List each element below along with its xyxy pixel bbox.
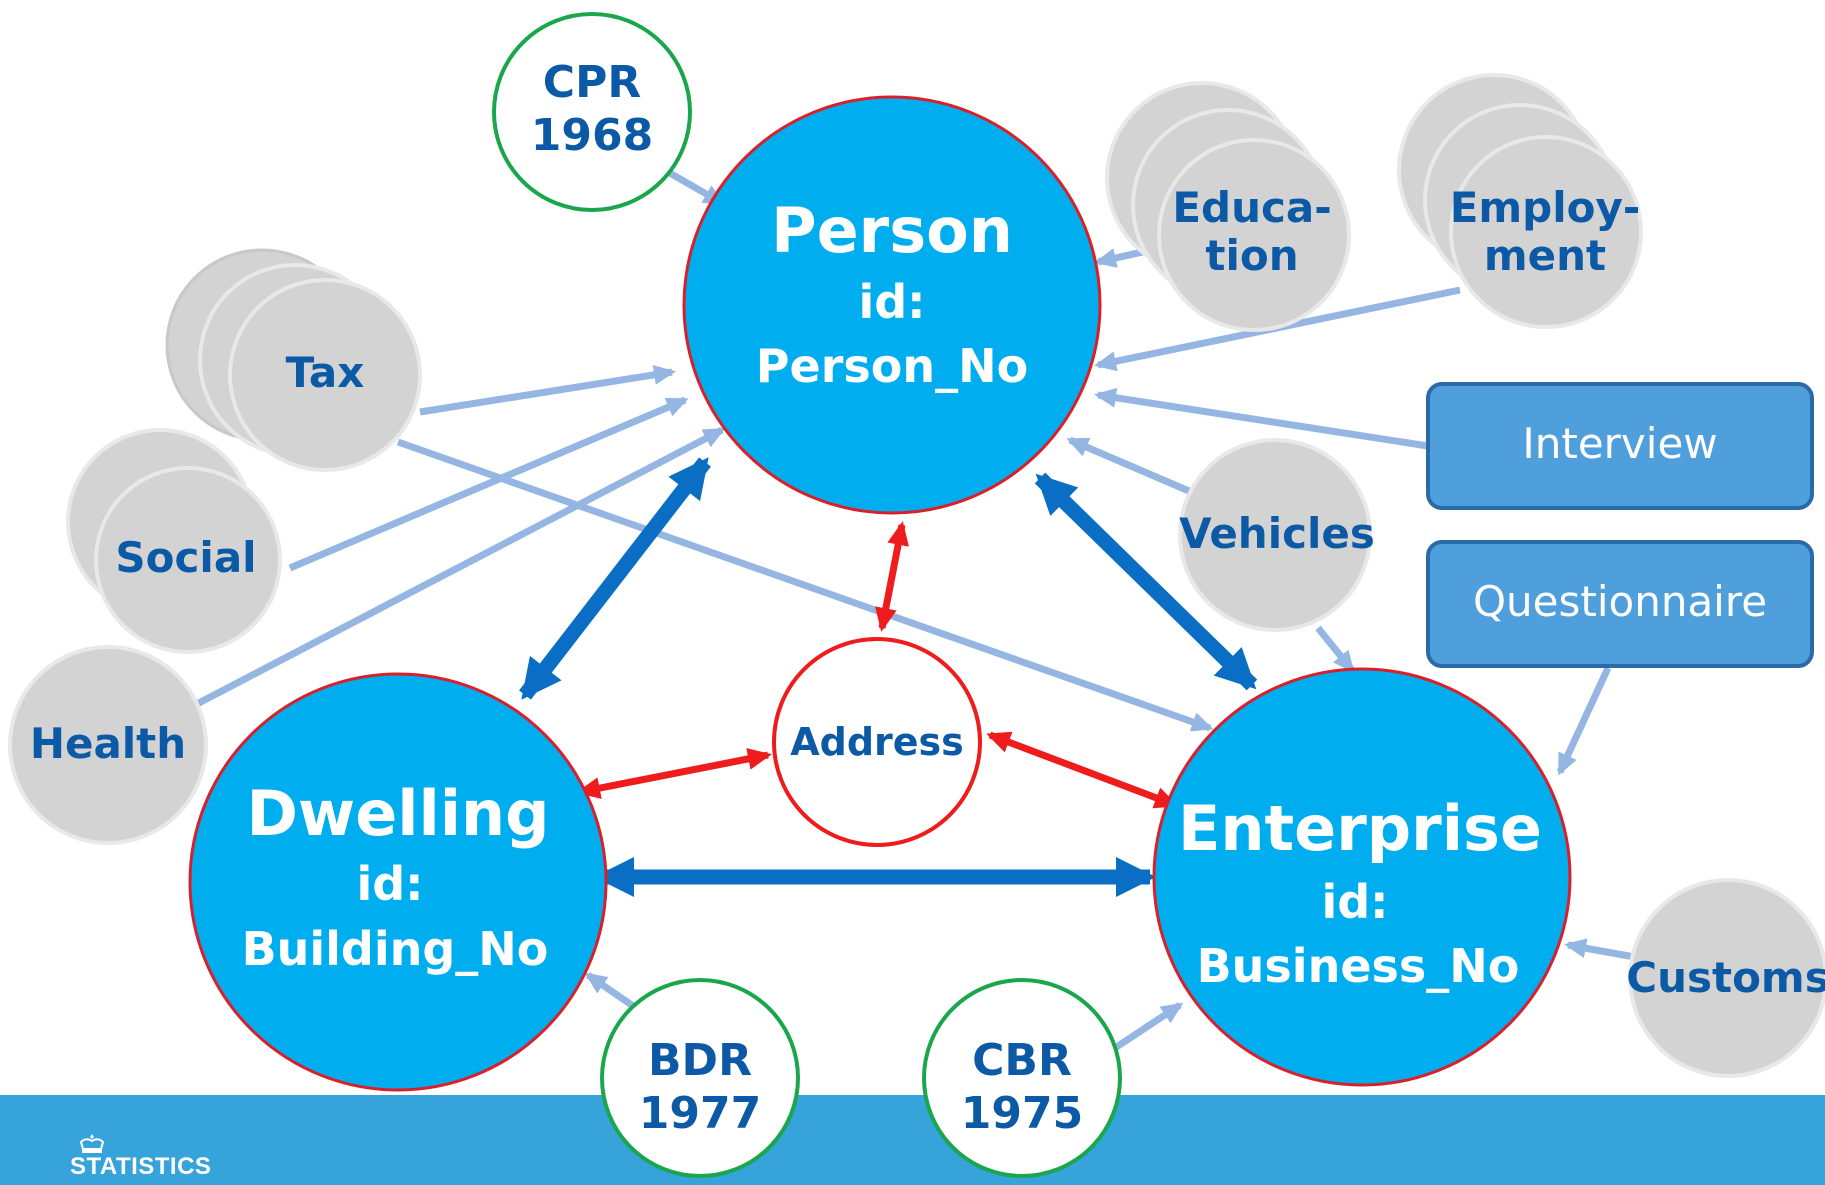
entity-person: Person id: Person_No: [682, 95, 1102, 515]
source-social-label: Social: [115, 533, 256, 582]
box-questionnaire-label: Questionnaire: [1473, 577, 1767, 626]
link-person-dwelling: [519, 457, 711, 700]
link-bdr-dwelling: [584, 972, 638, 1011]
register-cbr-year: 1975: [961, 1088, 1083, 1139]
address-links: [576, 521, 1179, 809]
link-cbr-enterprise: [1113, 1002, 1184, 1051]
address-node: Address: [772, 637, 982, 847]
source-health-label: Health: [30, 719, 186, 768]
link-customs-enterprise: [1564, 938, 1641, 962]
footer-bar-bg: [0, 1095, 1825, 1185]
box-interview: Interview: [1426, 382, 1814, 510]
link-social-person: [288, 396, 689, 572]
source-vehicles: Vehicles: [1178, 438, 1375, 632]
entity-enterprise: Enterprise id: Business_No: [1152, 667, 1572, 1087]
source-education: Educa- tion: [1105, 81, 1351, 332]
link-address-enterprise: [986, 731, 1179, 809]
register-cbr-name: CBR: [972, 1035, 1072, 1086]
box-interview-label: Interview: [1522, 419, 1717, 468]
register-cpr: CPR 1968: [492, 12, 692, 212]
link-address-person: [875, 521, 909, 632]
source-customs: Customs: [1626, 878, 1825, 1078]
source-tax: Tax: [165, 248, 422, 472]
register-bdr-name: BDR: [648, 1035, 752, 1086]
register-cbr: CBR 1975: [922, 978, 1122, 1178]
statistics-logo: STATISTICS: [70, 1133, 211, 1179]
source-social: Social: [66, 428, 282, 654]
link-interview-person: [1094, 387, 1429, 450]
statistics-logo-text: STATISTICS: [70, 1153, 212, 1180]
source-employment: Employ- ment: [1397, 73, 1643, 329]
entity-person-id-value: Person_No: [756, 339, 1028, 393]
entity-enterprise-id-label: id:: [1321, 875, 1388, 929]
register-cpr-name: CPR: [543, 57, 641, 108]
source-tax-label: Tax: [286, 348, 365, 397]
source-employment-label-1: Employ-: [1450, 183, 1641, 232]
box-questionnaire: Questionnaire: [1426, 540, 1814, 668]
source-employment-label-2: ment: [1484, 231, 1606, 280]
source-vehicles-label: Vehicles: [1179, 509, 1375, 558]
entity-person-id-label: id:: [858, 275, 925, 329]
register-bdr: BDR 1977: [600, 978, 800, 1178]
entity-dwelling: Dwelling id: Building_No: [188, 672, 608, 1092]
entity-enterprise-id-value: Business_No: [1197, 939, 1520, 993]
source-education-label-2: tion: [1205, 231, 1298, 280]
entity-dwelling-id-label: id:: [356, 857, 423, 911]
entity-person-name: Person: [771, 194, 1013, 267]
link-address-dwelling: [576, 748, 772, 799]
link-tax-person: [419, 364, 676, 416]
entity-enterprise-name: Enterprise: [1178, 792, 1542, 865]
entity-dwelling-id-value: Building_No: [242, 922, 549, 976]
link-person-enterprise: [1034, 472, 1258, 691]
crown-icon: [79, 1134, 105, 1153]
register-bdr-year: 1977: [639, 1088, 761, 1139]
link-questionnaire-enterprise: [1556, 666, 1612, 776]
entity-dwelling-name: Dwelling: [246, 777, 549, 850]
register-cpr-year: 1968: [531, 110, 653, 161]
address-label: Address: [790, 720, 964, 764]
source-customs-label: Customs: [1626, 953, 1825, 1002]
link-vehicles-enterprise: [1315, 625, 1355, 674]
entity-links: [519, 457, 1258, 897]
source-education-label-1: Educa-: [1172, 183, 1331, 232]
source-health: Health: [8, 645, 208, 845]
